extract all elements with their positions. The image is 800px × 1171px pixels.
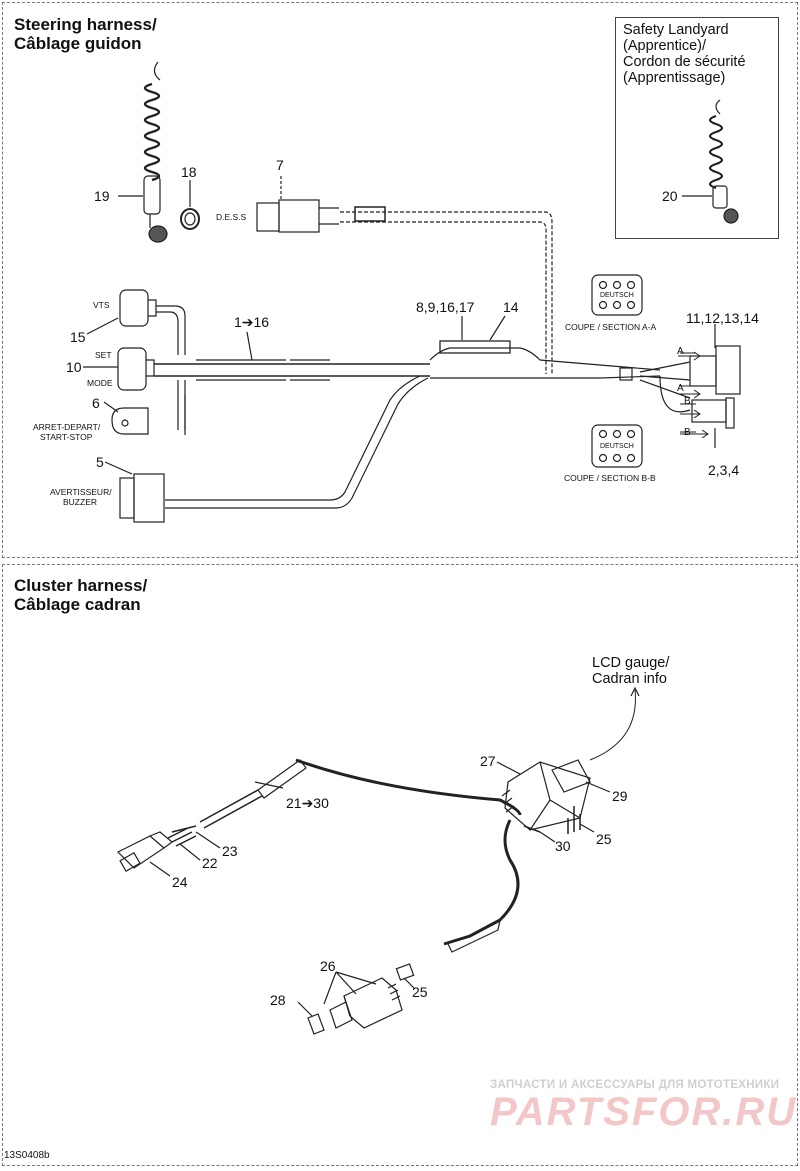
callout-25-lower: 25 <box>412 984 428 1000</box>
avertisseur-label: AVERTISSEUR/ <box>50 487 112 497</box>
callout-22: 22 <box>202 855 218 871</box>
callout-14: 14 <box>503 299 519 315</box>
callout-15: 15 <box>70 329 86 345</box>
safety-landyard-line1: Safety Landyard <box>623 22 729 38</box>
callout-26: 26 <box>320 958 336 974</box>
steering-title-line2: Câblage guidon <box>14 34 142 53</box>
deutsch-label-bb: DEUTSCH <box>600 443 634 450</box>
callout-20: 20 <box>662 188 678 204</box>
watermark-tagline: ЗАПЧАСТИ И АКСЕССУАРЫ ДЛЯ МОТОТЕХНИКИ <box>490 1079 780 1091</box>
vts-label: VTS <box>93 300 110 310</box>
callout-27: 27 <box>480 753 496 769</box>
callout-24: 24 <box>172 874 188 890</box>
callout-18: 18 <box>181 164 197 180</box>
callout-1-16: 1➔16 <box>234 314 270 330</box>
callout-2-3-4: 2,3,4 <box>708 462 740 478</box>
lcd-gauge-label-line2: Cadran info <box>592 671 667 687</box>
cluster-title-line2: Câblage cadran <box>14 595 141 614</box>
section-a-letter-top: A <box>677 346 684 357</box>
cluster-harness-panel <box>2 564 798 1166</box>
callout-30: 30 <box>555 838 571 854</box>
dess-label: D.E.S.S <box>216 212 247 222</box>
callout-23: 23 <box>222 843 238 859</box>
steering-harness-panel <box>2 2 798 558</box>
drawing-reference: 13S0408b <box>4 1150 50 1161</box>
callout-10: 10 <box>66 359 82 375</box>
callout-28: 28 <box>270 992 286 1008</box>
callout-7: 7 <box>276 157 284 173</box>
callout-11-12-13-14: 11,12,13,14 <box>686 310 759 326</box>
buzzer-label: BUZZER <box>63 497 97 507</box>
arret-depart-label: ARRET-DEPART/ <box>33 422 101 432</box>
section-arrows <box>678 351 709 439</box>
callout-8-9-16-17: 8,9,16,17 <box>416 299 475 315</box>
safety-landyard-box <box>615 17 779 239</box>
safety-landyard-line4: (Apprentissage) <box>623 70 726 86</box>
cluster-title-line1: Cluster harness/ <box>14 576 148 595</box>
safety-landyard-line3: Cordon de sécurité <box>623 54 746 70</box>
coiled-lanyard-19 <box>143 61 168 243</box>
section-a-letter-bottom: A <box>677 383 684 394</box>
watermark-logo: PARTSFOR.RU <box>490 1090 798 1134</box>
callout-6: 6 <box>92 395 100 411</box>
lcd-gauge-label-line1: LCD gauge/ <box>592 655 670 671</box>
start-stop-label: START-STOP <box>40 432 93 442</box>
deutsch-label-aa: DEUTSCH <box>600 292 634 299</box>
callout-5: 5 <box>96 454 104 470</box>
section-bb-label: COUPE / SECTION B-B <box>564 473 656 483</box>
cluster-drawing <box>116 686 640 1035</box>
steering-title-line1: Steering harness/ <box>14 15 157 34</box>
callout-29: 29 <box>612 788 628 804</box>
safety-landyard-line2: (Apprentice)/ <box>623 38 707 54</box>
mode-label: MODE <box>87 378 113 388</box>
section-b-letter-top: B <box>684 396 691 407</box>
callout-21-30: 21➔30 <box>286 795 329 811</box>
section-b-letter-bottom: B <box>684 427 691 438</box>
callout-25-upper: 25 <box>596 831 612 847</box>
section-aa-label: COUPE / SECTION A-A <box>565 322 657 332</box>
callout-19: 19 <box>94 188 110 204</box>
set-label: SET <box>95 350 112 360</box>
